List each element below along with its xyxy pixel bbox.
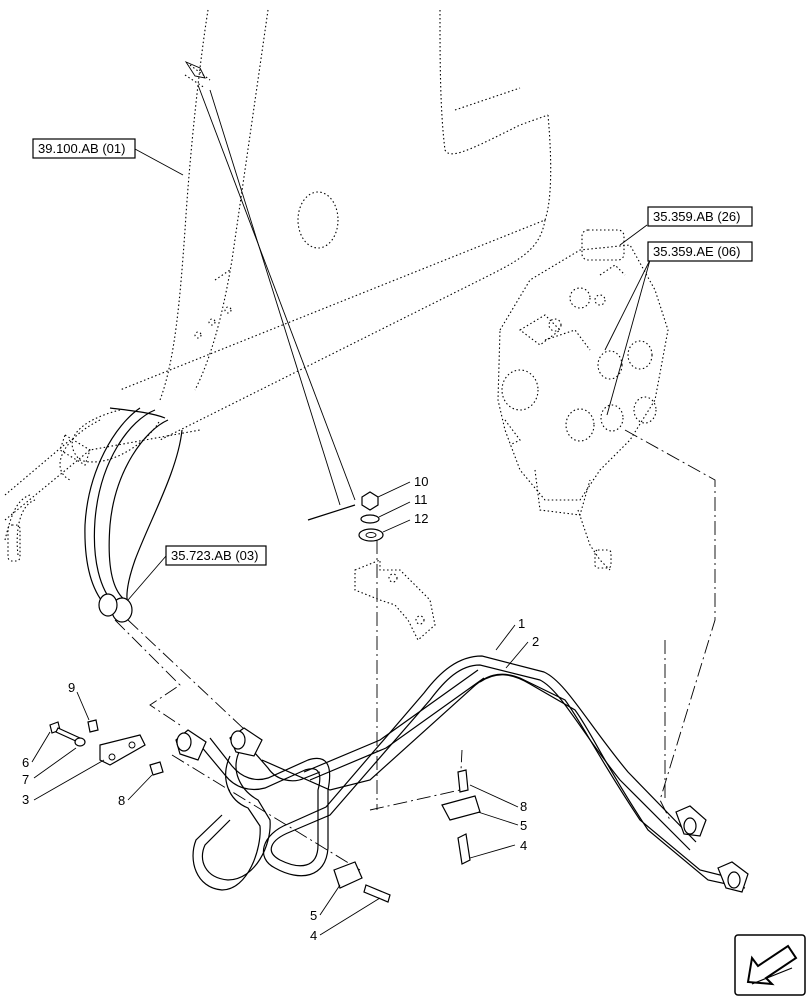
control-valve (497, 229, 669, 571)
callout-8b: 8 (118, 793, 125, 808)
callout-5b: 5 (310, 908, 317, 923)
fitting-left-b (229, 727, 263, 757)
spacer-8-left (149, 761, 164, 776)
ref-35-723[interactable]: 35.723.AB (03) (127, 545, 267, 601)
long-leaders (184, 61, 356, 521)
fitting-left-a (175, 729, 207, 761)
callout-6: 6 (22, 755, 29, 770)
clamp-5-bottom (333, 861, 363, 889)
ref-39-100-label: 39.100.AB (01) (38, 141, 125, 156)
valve-ref-leaders (604, 224, 651, 416)
spacer-8-center (457, 769, 469, 793)
hydraulic-tubes (175, 624, 749, 893)
loader-arm-phantom (4, 9, 552, 562)
ref-35-359-ae-label: 35.359.AE (06) (653, 244, 740, 259)
callout-3: 3 (22, 792, 29, 807)
bolt-4-center (457, 833, 471, 865)
callout-5a: 5 (520, 818, 527, 833)
center-lines (114, 429, 716, 871)
hardware-stack (358, 491, 384, 542)
fitting-right-a (675, 805, 707, 837)
washer-12 (358, 528, 384, 542)
clamp-plate-3 (99, 734, 146, 766)
callout-4a: 4 (520, 838, 527, 853)
callout-8a: 8 (520, 799, 527, 814)
clamp-5-center (441, 795, 481, 821)
ref-35-359-ab-label: 35.359.AB (26) (653, 209, 740, 224)
callout-2: 2 (532, 634, 539, 649)
callout-9: 9 (68, 680, 75, 695)
nut-10 (361, 491, 379, 511)
callout-4b: 4 (310, 928, 317, 943)
clamp-parts-center (333, 769, 481, 903)
ref-39-100[interactable]: 39.100.AB (01) (32, 138, 184, 176)
callout-numbers: 1 2 3 4 4 5 5 6 7 8 8 9 10 11 12 (22, 474, 539, 943)
callout-7: 7 (22, 772, 29, 787)
ref-35-723-label: 35.723.AB (03) (171, 548, 258, 563)
callout-12: 12 (414, 511, 428, 526)
arrow-down-left-icon[interactable] (734, 934, 806, 996)
washer-7 (74, 737, 86, 747)
clamp-parts-left (49, 719, 164, 776)
callout-leaders (31, 481, 519, 936)
callout-10: 10 (414, 474, 428, 489)
callout-11: 11 (414, 492, 428, 507)
ref-35-359-ab[interactable]: 35.359.AB (26) (647, 206, 753, 227)
bolt-4-bottom (363, 884, 391, 903)
fitting-right-b (717, 861, 749, 893)
hoses (84, 407, 183, 623)
washer-11 (360, 514, 380, 524)
ref-35-359-ae[interactable]: 35.359.AE (06) (647, 241, 753, 262)
spacer-9 (87, 719, 99, 733)
callout-1: 1 (518, 616, 525, 631)
bracket-phantom (354, 559, 436, 641)
